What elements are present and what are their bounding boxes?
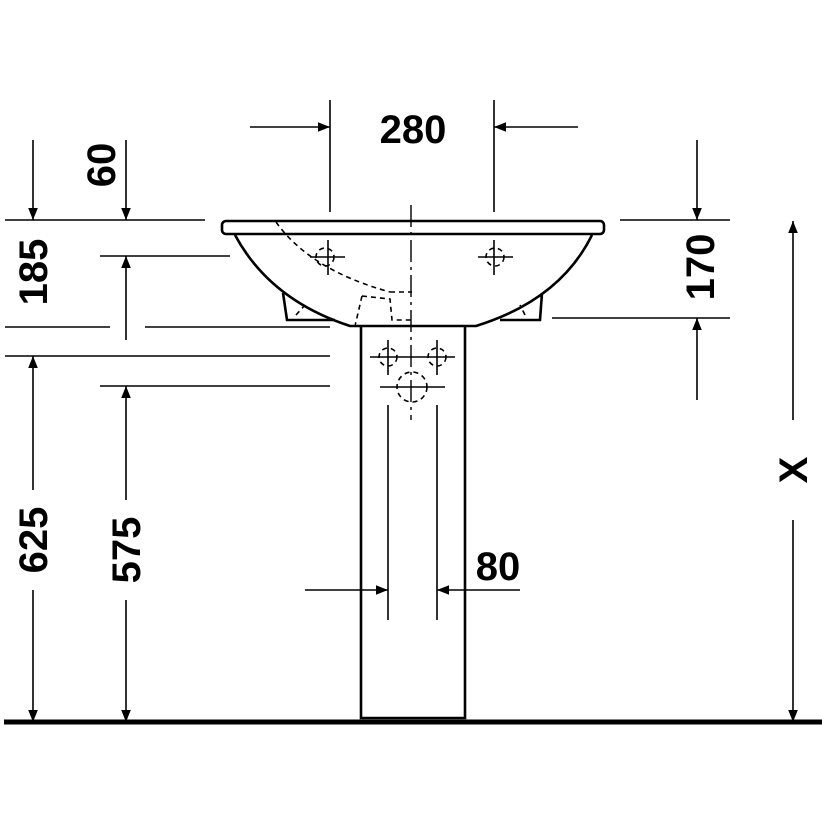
svg-text:X: X <box>772 456 816 483</box>
dimension-625: 625 <box>12 356 56 722</box>
left-extension-lines <box>5 219 330 387</box>
dimension-185: 185 <box>12 239 131 340</box>
dimension-80: 80 <box>305 405 520 620</box>
svg-text:625: 625 <box>12 507 56 574</box>
svg-text:185: 185 <box>12 239 56 306</box>
tap-hole-right <box>478 240 513 275</box>
dimension-280: 280 <box>250 100 578 212</box>
svg-text:280: 280 <box>380 108 447 152</box>
svg-text:575: 575 <box>105 517 149 584</box>
dimension-575: 575 <box>105 386 149 722</box>
svg-text:60: 60 <box>80 143 124 188</box>
svg-text:80: 80 <box>476 545 521 589</box>
dimension-170: 170 <box>552 140 730 400</box>
tap-hole-left <box>310 240 345 275</box>
basin <box>220 219 606 328</box>
pedestal <box>359 326 467 720</box>
dimension-60: 60 <box>28 140 131 220</box>
svg-text:170: 170 <box>679 234 723 301</box>
dimension-x: X <box>772 221 816 722</box>
